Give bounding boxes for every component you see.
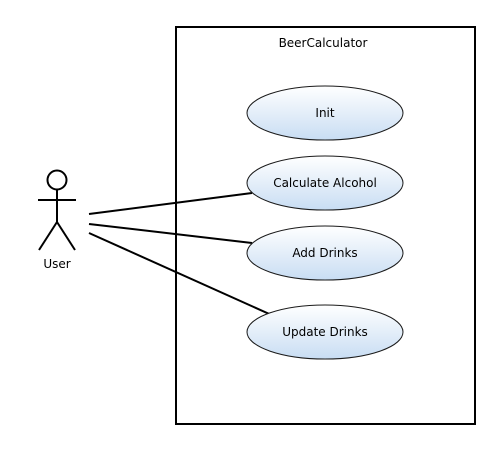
system-title: BeerCalculator (279, 36, 368, 50)
use-case-init[interactable]: Init (246, 85, 404, 141)
use-case-ellipse (246, 225, 404, 281)
actor-right-leg (56, 221, 76, 251)
use-case-label: Add Drinks (292, 246, 357, 260)
use-case-label: Update Drinks (282, 325, 368, 339)
actor-left-leg (38, 221, 58, 251)
use-case-update-drinks[interactable]: Update Drinks (246, 304, 404, 360)
association-user-update-drinks[interactable] (88, 232, 277, 318)
association-user-add-drinks[interactable] (88, 223, 253, 244)
use-case-ellipse (246, 85, 404, 141)
use-case-label: Init (315, 106, 334, 120)
use-case-ellipse (246, 155, 404, 211)
use-case-calculate-alcohol[interactable]: Calculate Alcohol (246, 155, 404, 211)
association-user-calculate-alcohol[interactable] (88, 192, 253, 215)
actor-user[interactable]: User (38, 169, 76, 272)
actor-label: User (43, 257, 70, 271)
use-case-label: Calculate Alcohol (273, 176, 377, 190)
actor-head (46, 169, 68, 191)
use-case-ellipse (246, 304, 404, 360)
use-case-add-drinks[interactable]: Add Drinks (246, 225, 404, 281)
